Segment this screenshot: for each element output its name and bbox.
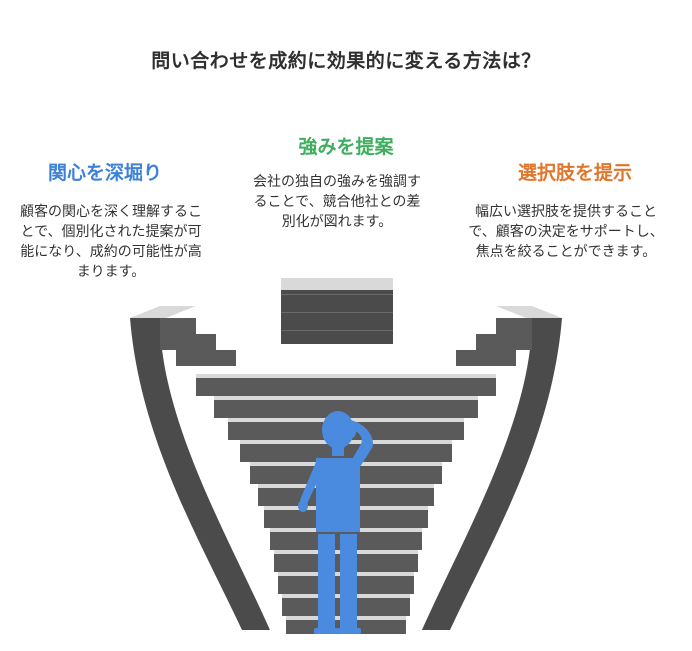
description-options: 幅広い選択肢を提供することで、顧客の決定をサポートし、焦点を絞ることができます。 <box>468 204 664 260</box>
heading-deep-interest: 関心を深堀り <box>47 162 162 184</box>
center-top-block <box>281 278 393 344</box>
right-upper-stair <box>456 306 562 366</box>
diagram-title: 問い合わせを成約に効果的に変える方法は？ <box>151 50 541 72</box>
heading-strengths: 強みを提案 <box>298 136 394 158</box>
main-staircase <box>196 374 496 634</box>
left-upper-stair <box>130 306 236 366</box>
heading-options: 選択肢を提示 <box>517 162 632 184</box>
left-stair-wall <box>130 318 270 630</box>
description-deep-interest: 顧客の関心を深く理解することで、個別化された提案が可能になり、成約の可能性が高ま… <box>20 204 202 280</box>
right-stair-wall <box>422 318 562 630</box>
description-strengths: 会社の独自の強みを強調することで、競合他社との差別化が図れます。 <box>253 174 421 230</box>
person-figure <box>298 411 374 634</box>
